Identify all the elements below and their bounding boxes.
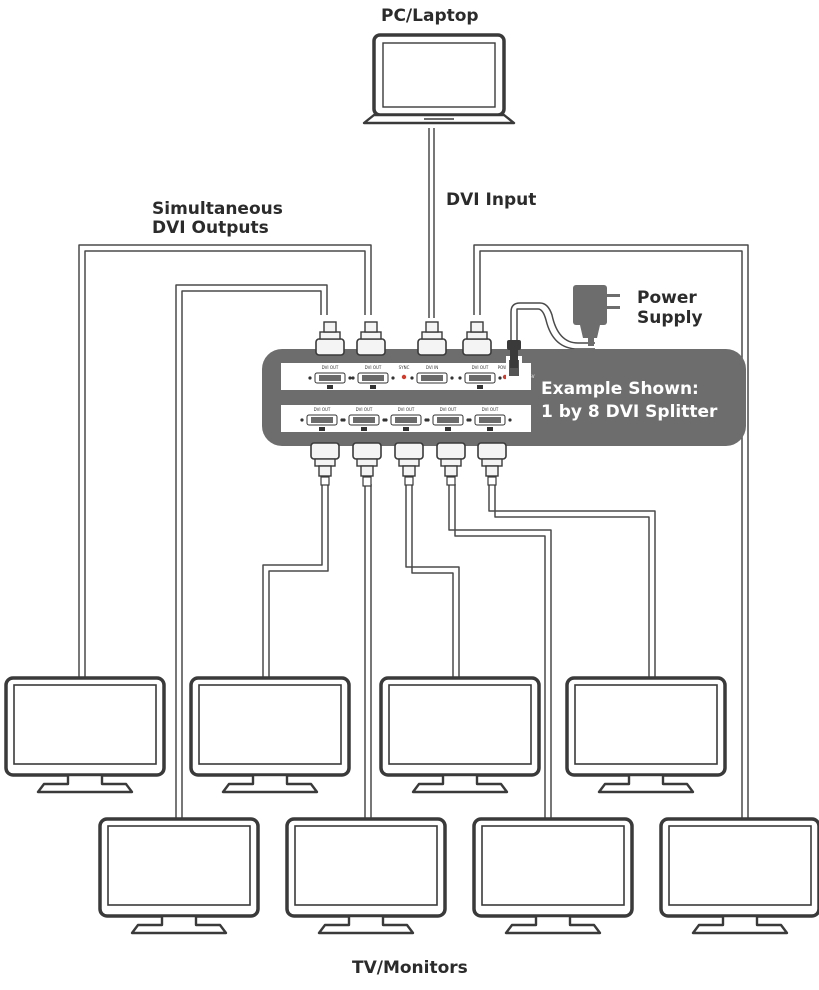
- panel-label-dvi-out: DVI OUT: [440, 407, 457, 412]
- monitor-icon: [189, 676, 351, 794]
- panel-label-dc5v: DC 5V: [522, 374, 535, 379]
- monitor-icon: [285, 817, 447, 935]
- monitor-icon: [659, 817, 819, 935]
- cable-power-b: [516, 308, 595, 350]
- cable-out-8b: [494, 484, 650, 680]
- panel-label-dvi-out: DVI OUT: [398, 407, 415, 412]
- panel-label-dvi-out: DVI OUT: [322, 365, 339, 370]
- panel-label-dvi-out: DVI OUT: [472, 365, 489, 370]
- cable-out-6b: [411, 484, 454, 680]
- cable-out-1b: [84, 250, 366, 680]
- splitter-device: DVI OUT DVI OUT SYNC DVI IN DVI OUT POWE…: [262, 349, 746, 446]
- power-supply-label-line2: Supply: [637, 308, 703, 328]
- panel-label-dvi-out: DVI OUT: [482, 407, 499, 412]
- panel-label-dvi-out: DVI OUT: [314, 407, 331, 412]
- panel-label-power: POWER: [498, 365, 513, 370]
- simultaneous-label-line1: Simultaneous: [152, 199, 283, 219]
- bottom-connectors: [310, 442, 507, 477]
- cable-out-3b: [479, 250, 743, 820]
- cable-out-4b: [268, 484, 329, 680]
- dc-plug-icon: [507, 340, 521, 368]
- cable-out-8a: [488, 484, 656, 680]
- cable-out-7a: [448, 484, 552, 820]
- dvi-input-label: DVI Input: [446, 190, 537, 210]
- panel-label-dvi-in: DVI IN: [426, 365, 438, 370]
- cables: [78, 128, 749, 820]
- cable-out-2b: [181, 290, 322, 820]
- panel-label-sync: SYNC: [399, 365, 410, 370]
- cable-out-6a: [405, 484, 460, 680]
- monitor-icon: [472, 817, 634, 935]
- tv-monitors-label: TV/Monitors: [352, 958, 468, 978]
- laptop-icon: [362, 33, 516, 125]
- panel-label-dvi-out: DVI OUT: [356, 407, 373, 412]
- power-adapter-icon: [573, 285, 620, 346]
- splitter-model-label: 1 by 8 DVI Splitter: [541, 402, 718, 422]
- panel-label-dvi-out: DVI OUT: [365, 365, 382, 370]
- cable-out-2a: [175, 284, 328, 820]
- cable-power-a: [510, 302, 595, 347]
- cable-out-4a: [262, 484, 323, 680]
- cable-out-7b: [454, 484, 546, 820]
- monitor-icon: [98, 817, 260, 935]
- simultaneous-label-line2: DVI Outputs: [152, 218, 269, 238]
- monitor-icon: [379, 676, 541, 794]
- monitor-icon: [565, 676, 727, 794]
- monitor-icon: [4, 676, 166, 794]
- cable-out-3a: [473, 244, 749, 820]
- example-shown-label: Example Shown:: [541, 379, 699, 399]
- pc-laptop-label: PC/Laptop: [381, 6, 479, 26]
- cable-out-1a: [78, 244, 372, 680]
- power-supply-label-line1: Power: [637, 288, 697, 308]
